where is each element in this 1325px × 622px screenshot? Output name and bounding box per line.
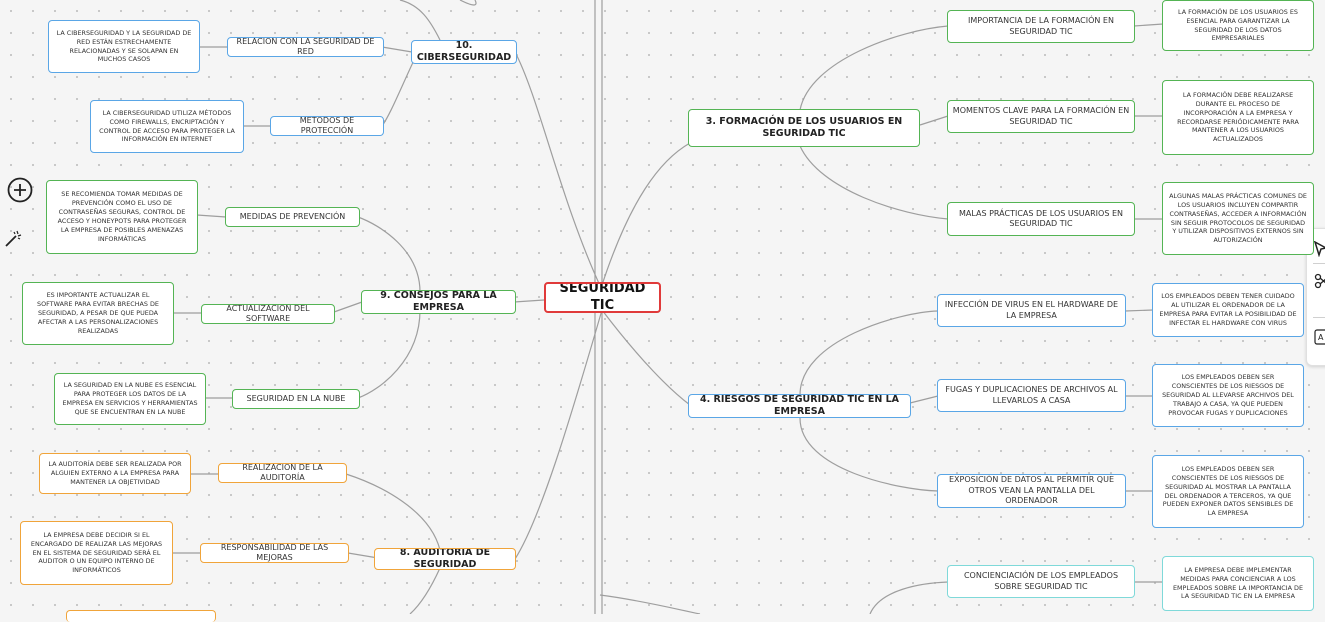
leaf-fugas-archivos[interactable]: LOS EMPLEADOS DEBEN SER CONSCIENTES DE L…	[1152, 364, 1304, 427]
branch-formacion[interactable]: 3. FORMACIÓN DE LOS USUARIOS EN SEGURIDA…	[688, 109, 920, 147]
connector	[799, 145, 949, 220]
divider	[1313, 317, 1325, 318]
sub-responsabilidad-mejoras[interactable]: RESPONSABILIDAD DE LAS MEJORAS	[200, 543, 349, 563]
cursor-icon[interactable]	[1313, 240, 1325, 261]
connector	[799, 417, 939, 492]
sub-realizacion-auditoria[interactable]: REALIZACIÓN DE LA AUDITORÍA	[218, 463, 347, 483]
connector	[333, 301, 363, 313]
leaf-momentos-clave[interactable]: LA FORMACIÓN DEBE REALIZARSE DURANTE EL …	[1162, 80, 1314, 155]
root-node[interactable]: SEGURIDAD TIC	[544, 282, 661, 313]
connector	[599, 594, 701, 614]
sub-actualizacion-software[interactable]: ACTUALIZACIÓN DEL SOFTWARE	[201, 304, 335, 324]
leaf-medidas-prevencion[interactable]: SE RECOMIENDA TOMAR MEDIDAS DE PREVENCIÓ…	[46, 180, 198, 254]
connector	[399, 0, 441, 41]
connector	[1133, 23, 1164, 27]
leaf-seguridad-nube[interactable]: LA SEGURIDAD EN LA NUBE ES ESENCIAL PARA…	[54, 373, 206, 425]
sub-medidas-prevencion[interactable]: MEDIDAS DE PREVENCIÓN	[225, 207, 360, 227]
leaf-malas-practicas[interactable]: ALGUNAS MALAS PRÁCTICAS COMUNES DE LOS U…	[1162, 182, 1314, 255]
branch-riesgos[interactable]: 4. RIESGOS DE SEGURIDAD TIC EN LA EMPRES…	[688, 394, 911, 418]
connector	[919, 115, 949, 126]
connector	[513, 299, 545, 303]
leaf-metodos-proteccion[interactable]: LA CIBERSEGURIDAD UTILIZA MÉTODOS COMO F…	[90, 100, 244, 153]
connector	[381, 46, 413, 53]
divider	[1313, 263, 1325, 264]
partial-node	[66, 610, 216, 622]
leaf-actualizacion-software[interactable]: ES IMPORTANTE ACTUALIZAR EL SOFTWARE PAR…	[22, 282, 174, 345]
connector	[909, 395, 939, 404]
leaf-importancia-formacion[interactable]: LA FORMACIÓN DE LOS USUARIOS ES ESENCIAL…	[1162, 0, 1314, 51]
add-icon	[7, 177, 33, 203]
leaf-responsabilidad-mejoras[interactable]: LA EMPRESA DEBE DECIDIR SI EL ENCARGADO …	[20, 521, 173, 585]
leaf-infeccion-virus[interactable]: LOS EMPLEADOS DEBEN TENER CUIDADO AL UTI…	[1152, 283, 1304, 337]
right-toolbar: A	[1306, 228, 1325, 366]
sub-seguridad-nube[interactable]: SEGURIDAD EN LA NUBE	[232, 389, 360, 409]
leaf-realizacion-auditoria[interactable]: LA AUDITORÍA DEBE SER REALIZADA POR ALGU…	[39, 453, 191, 494]
connector	[869, 581, 949, 614]
sub-exposicion-datos[interactable]: EXPOSICIÓN DE DATOS AL PERMITIR QUE OTRO…	[937, 474, 1126, 508]
connector	[357, 216, 421, 293]
magic-wand-icon	[5, 230, 22, 247]
leaf-exposicion-datos[interactable]: LOS EMPLEADOS DEBEN SER CONSCIENTES DE L…	[1152, 455, 1304, 528]
sub-concienciacion[interactable]: CONCIENCIACIÓN DE LOS EMPLEADOS SOBRE SE…	[947, 565, 1135, 598]
sub-momentos-clave[interactable]: MOMENTOS CLAVE PARA LA FORMACIÓN EN SEGU…	[947, 100, 1135, 133]
connector	[409, 567, 441, 614]
sub-importancia-formacion[interactable]: IMPORTANCIA DE LA FORMACIÓN EN SEGURIDAD…	[947, 10, 1135, 43]
connector	[381, 57, 416, 127]
branch-auditoria[interactable]: 8. AUDITORÍA DE SEGURIDAD	[374, 548, 516, 570]
sub-relacion-seguridad-red[interactable]: RELACIÓN CON LA SEGURIDAD DE RED	[227, 37, 384, 57]
connector	[347, 552, 379, 559]
magic-wand-button[interactable]	[2, 228, 24, 250]
connector	[601, 309, 691, 406]
branch-consejos[interactable]: 9. CONSEJOS PARA LA EMPRESA	[361, 290, 516, 314]
translate-icon[interactable]: A	[1314, 329, 1325, 349]
sub-metodos-proteccion[interactable]: MÉTODOS DE PROTECCIÓN	[270, 116, 384, 136]
svg-text:A: A	[1318, 333, 1324, 342]
leaf-concienciacion[interactable]: LA EMPRESA DEBE IMPLEMENTAR MEDIDAS PARA…	[1162, 556, 1314, 611]
leaf-relacion-seguridad-red[interactable]: LA CIBERSEGURIDAD Y LA SEGURIDAD DE RED …	[48, 20, 200, 73]
connector	[514, 51, 603, 291]
connector	[799, 310, 939, 396]
connector	[345, 473, 441, 551]
add-button[interactable]	[5, 175, 35, 205]
connector	[799, 25, 949, 111]
connector	[459, 0, 477, 6]
connector	[196, 214, 227, 218]
branch-ciberseguridad[interactable]: 10. CIBERSEGURIDAD	[411, 40, 517, 64]
sub-infeccion-virus[interactable]: INFECCIÓN DE VIRUS EN EL HARDWARE DE LA …	[937, 294, 1126, 327]
sub-malas-practicas[interactable]: MALAS PRÁCTICAS DE LOS USUARIOS EN SEGUR…	[947, 202, 1135, 236]
connector	[601, 142, 691, 286]
connector	[357, 309, 421, 399]
connector	[514, 309, 603, 560]
connector	[1124, 309, 1154, 312]
sub-fugas-archivos[interactable]: FUGAS Y DUPLICACIONES DE ARCHIVOS AL LLE…	[937, 379, 1126, 412]
scissors-icon[interactable]	[1314, 273, 1325, 293]
